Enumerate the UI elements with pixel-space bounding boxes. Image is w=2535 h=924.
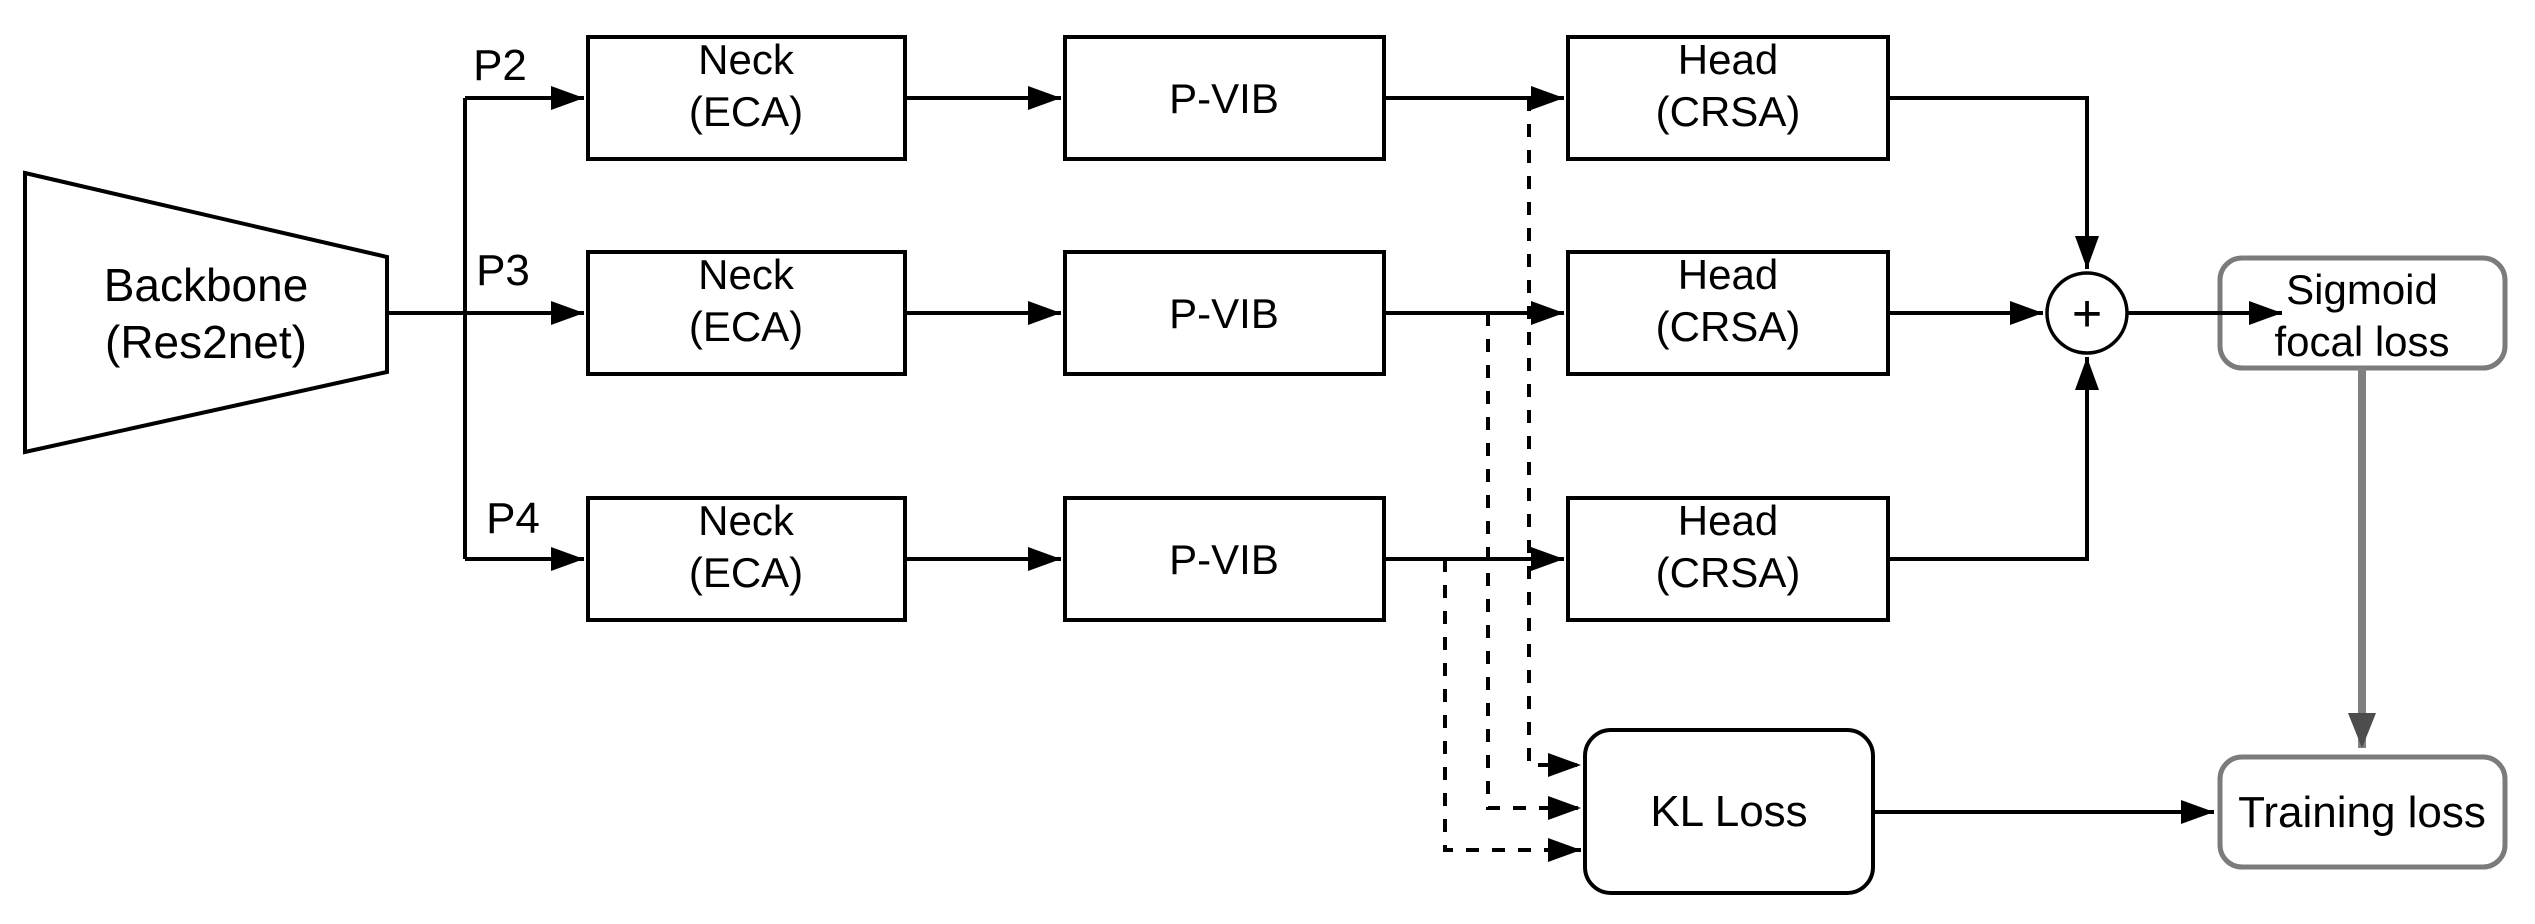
head-label-p3-line1: Head xyxy=(1678,251,1778,298)
neck-label-p3-line1: Neck xyxy=(698,251,795,298)
edge-dashed-pvib-p3-to-kl xyxy=(1486,313,1581,820)
neck-label-p2-line2: (ECA) xyxy=(689,88,803,135)
neck-label-p2-line1: Neck xyxy=(698,36,795,83)
pvib-label-p3: P-VIB xyxy=(1169,290,1279,337)
neck-box-p4 xyxy=(586,496,907,622)
branch-label-p4: P4 xyxy=(486,494,540,543)
head-label-p2-line2: (CRSA) xyxy=(1656,88,1801,135)
edge-dashed-pvib-p4-to-kl xyxy=(1443,559,1581,862)
branch-label-p3: P3 xyxy=(476,246,530,295)
head-box-p3 xyxy=(1566,250,1890,376)
neck-label-p4-line1: Neck xyxy=(698,497,795,544)
training-loss-label: Training loss xyxy=(2238,788,2486,837)
neck-label-p4-line2: (ECA) xyxy=(689,549,803,596)
neck-label-p3-line2: (ECA) xyxy=(689,303,803,350)
head-box-p4 xyxy=(1566,496,1890,622)
backbone-label-line1: Backbone xyxy=(104,259,309,311)
branch-label-p2: P2 xyxy=(473,41,527,90)
head-label-p3-line2: (CRSA) xyxy=(1656,303,1801,350)
labels: Backbone (Res2net) P2 P3 P4 Neck (ECA) N… xyxy=(104,36,2486,837)
sigmoid-loss-label-line1: Sigmoid xyxy=(2286,266,2438,313)
training-loss-box xyxy=(2217,754,2508,870)
sum-plus-label: + xyxy=(2072,285,2102,343)
head-label-p4-line1: Head xyxy=(1678,497,1778,544)
edge-head-p4-to-sum xyxy=(1888,357,2099,561)
edge-head-p2-to-sum xyxy=(1888,96,2099,269)
pvib-label-p2: P-VIB xyxy=(1169,75,1279,122)
backbone-label-line2: (Res2net) xyxy=(105,316,307,368)
pvib-label-p4: P-VIB xyxy=(1169,536,1279,583)
neck-box-p2 xyxy=(586,35,907,161)
edge-dashed-pvib-p2-to-kl xyxy=(1527,98,1581,777)
head-label-p2-line1: Head xyxy=(1678,36,1778,83)
backbone-node xyxy=(23,170,389,455)
head-box-p2 xyxy=(1566,35,1890,161)
nodes xyxy=(23,35,2508,895)
sigmoid-loss-label-line2: focal loss xyxy=(2274,318,2449,365)
kl-loss-label: KL Loss xyxy=(1650,787,1807,836)
head-label-p4-line2: (CRSA) xyxy=(1656,549,1801,596)
neck-box-p3 xyxy=(586,250,907,376)
pvib-box-p4 xyxy=(1063,496,1386,622)
edges xyxy=(387,86,2376,862)
pvib-box-p3 xyxy=(1063,250,1386,376)
